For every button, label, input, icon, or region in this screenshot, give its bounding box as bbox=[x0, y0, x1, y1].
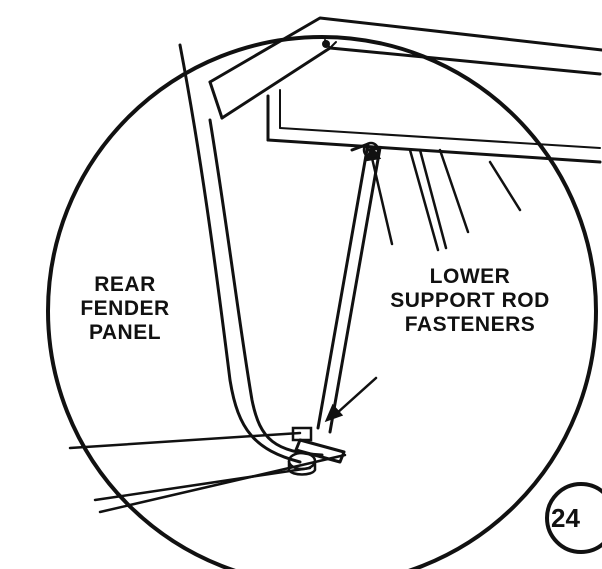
lower-support-rod-fasteners-label-line-1: LOWER bbox=[429, 265, 511, 288]
detail-circle bbox=[46, 35, 598, 569]
rear-fender-panel-label-line-1: REAR bbox=[94, 273, 156, 296]
upper-bolt bbox=[322, 40, 330, 48]
lower-support-rod-fasteners-label-line-3: FASTENERS bbox=[404, 313, 536, 336]
rear-fender-panel bbox=[178, 43, 324, 464]
rear-fender-panel-label-line-2: FENDER bbox=[80, 297, 170, 320]
figure-number: 24 bbox=[551, 503, 580, 533]
background-structure bbox=[68, 148, 522, 514]
lower-support-rod-fasteners-label-line-2: SUPPORT ROD bbox=[390, 289, 550, 312]
rear-fender-panel-label-line-3: PANEL bbox=[88, 321, 162, 344]
lower-support-rod-fasteners-label: LOWER SUPPORT ROD FASTENERS bbox=[355, 265, 585, 337]
rear-fender-panel-label: REAR FENDER PANEL bbox=[60, 273, 190, 345]
leader-arrows bbox=[324, 145, 394, 423]
figure-number-circle bbox=[545, 482, 602, 554]
upper-bracket bbox=[208, 16, 602, 164]
